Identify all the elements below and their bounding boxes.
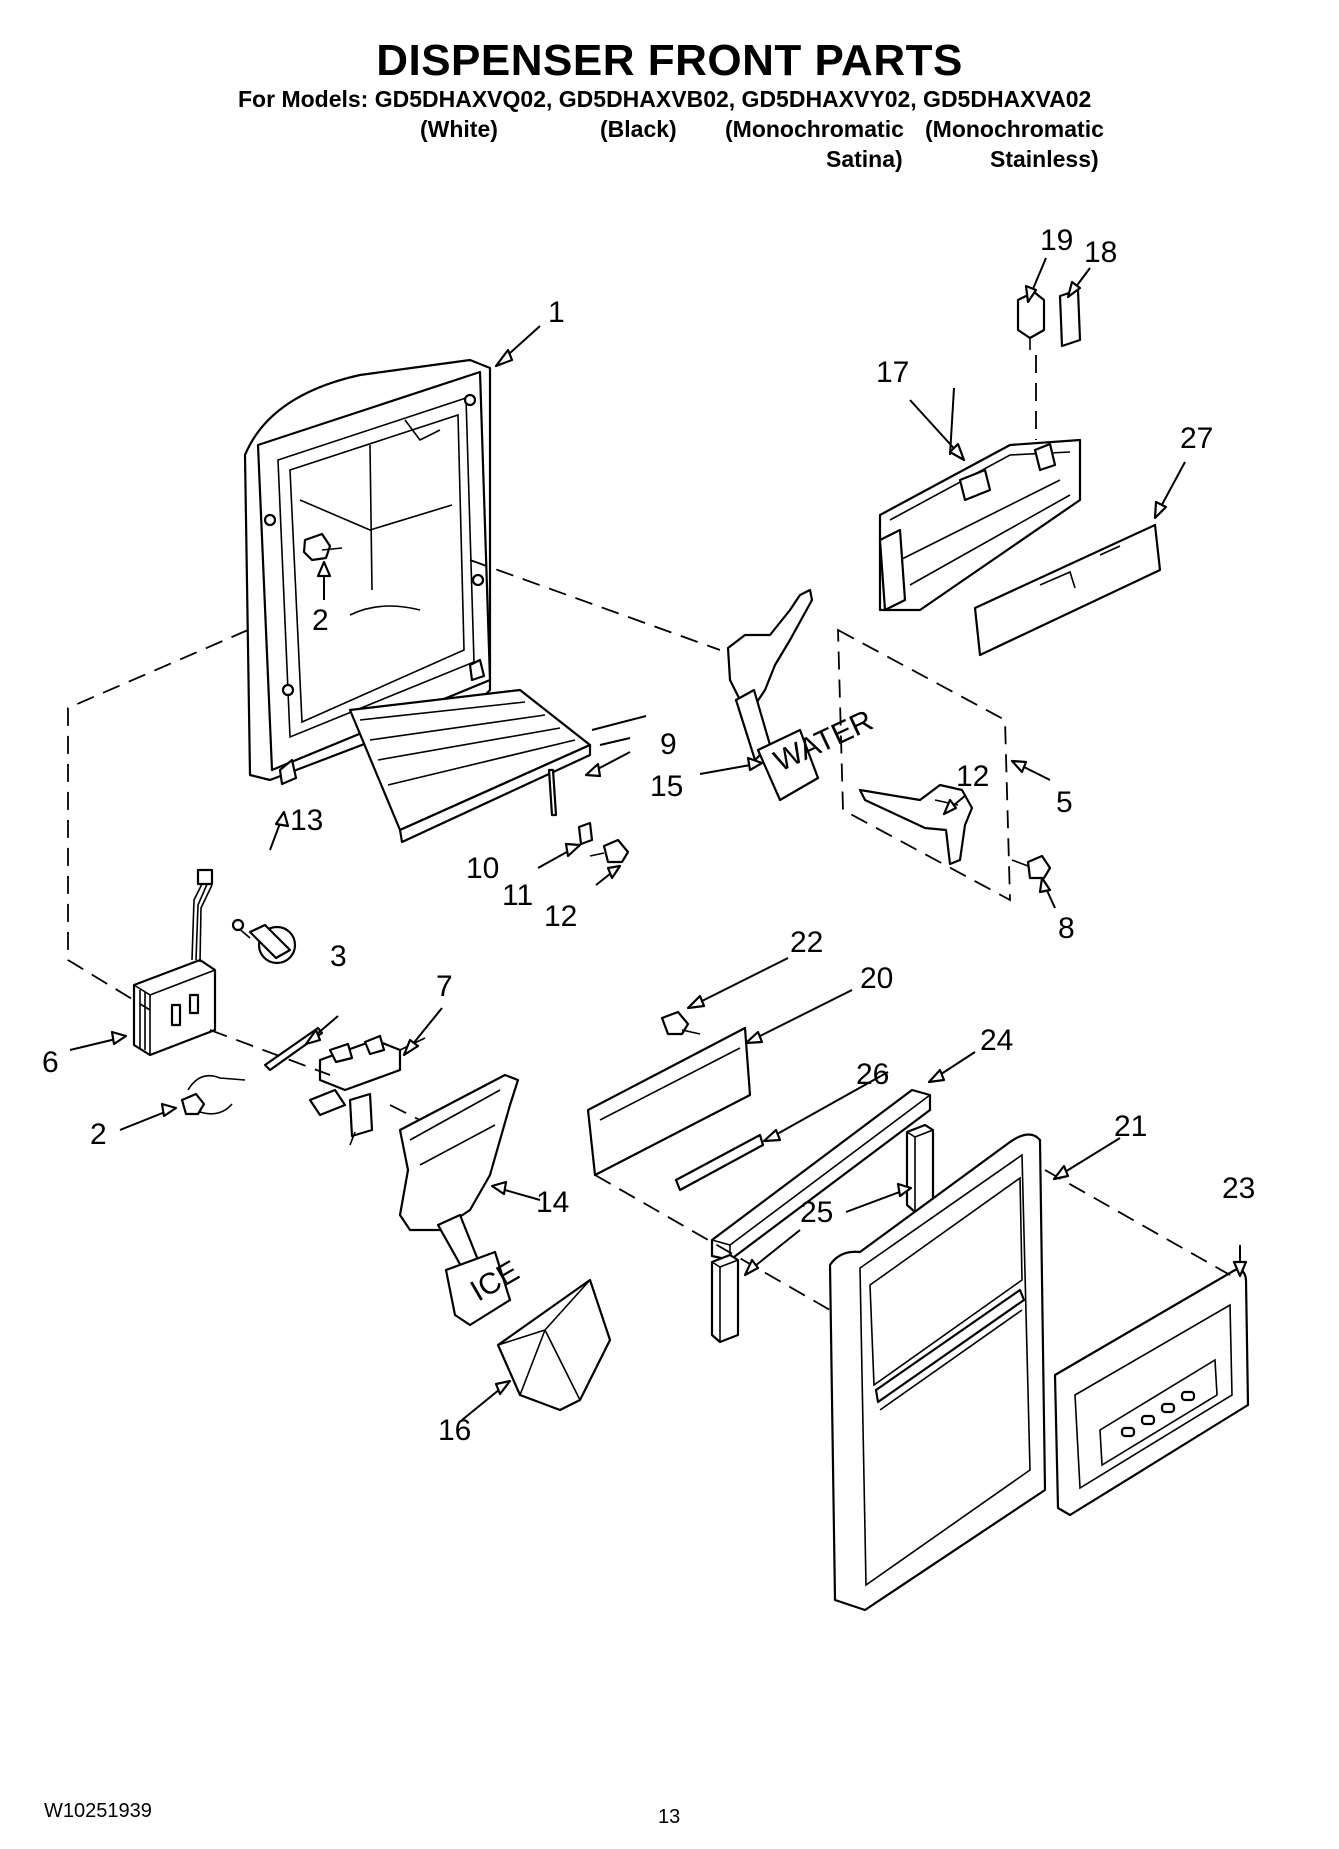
alignment-lines	[67, 355, 1231, 1311]
page-number: 13	[658, 1806, 681, 1828]
callout-24: 24	[980, 1024, 1013, 1057]
callout-15: 15	[650, 770, 683, 803]
screw-part-2-lower	[180, 1074, 246, 1116]
variant-line1: (Monochromatic	[925, 116, 1104, 142]
dashed-assembly-part-5	[837, 628, 1011, 902]
callout-18: 18	[1084, 236, 1117, 269]
variant-line1: (Monochromatic	[725, 116, 904, 142]
callout-20: 20	[860, 962, 893, 995]
chute-part-16	[496, 1278, 612, 1412]
clip-part-11	[577, 821, 594, 846]
board-part-27	[973, 523, 1162, 657]
variant-stainless-line2: Stainless)	[990, 146, 1099, 173]
variant-line1: (White)	[420, 116, 498, 142]
callout-19: 19	[1040, 224, 1073, 257]
callout-11: 11	[502, 879, 533, 912]
module-part-6	[132, 868, 217, 1057]
screw-part-12-center	[589, 838, 630, 864]
callout-9: 9	[660, 728, 677, 761]
variant-satina-line2: Satina)	[826, 146, 903, 173]
control-cover-part-23	[1053, 1268, 1250, 1517]
callout-2-upper: 2	[312, 604, 329, 637]
callout-27: 27	[1180, 422, 1213, 455]
callout-14: 14	[536, 1186, 569, 1219]
spring-part-10	[547, 768, 558, 817]
plate-part-18	[1058, 288, 1082, 348]
callout-6: 6	[42, 1046, 59, 1079]
callout-7: 7	[436, 970, 453, 1003]
callout-12-center: 12	[544, 900, 577, 933]
paddle-15-label: WATER	[769, 704, 878, 778]
model-list: For Models: GD5DHAXVQ02, GD5DHAXVB02, GD…	[238, 86, 1092, 112]
screw-part-22	[660, 1010, 701, 1036]
housing-frame-part-1	[243, 358, 492, 786]
callout-23: 23	[1222, 1172, 1255, 1205]
bracket-part-17	[878, 438, 1082, 612]
block-part-25-right	[905, 1123, 935, 1214]
drip-tray-part-9	[348, 688, 592, 844]
screw-part-8	[1011, 854, 1052, 880]
callout-3: 3	[330, 940, 347, 973]
label-part-26	[674, 1133, 765, 1192]
callout-8: 8	[1058, 912, 1075, 945]
page-title: DISPENSER FRONT PARTS	[376, 36, 963, 85]
callout-5: 5	[1056, 786, 1073, 819]
ice-lever-part-14: ICE	[398, 1073, 525, 1327]
variant-white: (White)	[420, 116, 498, 143]
variant-black: (Black)	[600, 116, 677, 143]
callout-numbers: 1 2 2 3 5 6 7 8 9 10 11 12 12 12 13 14 1…	[42, 224, 1255, 1447]
actuator-part-7	[308, 1034, 426, 1146]
variant-line2: Stainless)	[990, 146, 1099, 172]
screw-part-2-upper	[302, 532, 343, 562]
block-part-25-left	[710, 1253, 740, 1344]
linkage-part-12	[858, 783, 974, 866]
callout-17: 17	[876, 356, 909, 389]
variant-satina: (Monochromatic	[725, 116, 904, 143]
callout-26: 26	[856, 1058, 889, 1091]
callout-22: 22	[790, 926, 823, 959]
switch-part-19	[1016, 290, 1046, 350]
variant-line1: (Black)	[600, 116, 677, 142]
callout-16: 16	[438, 1414, 471, 1447]
callout-13: 13	[290, 804, 323, 837]
panel-part-20	[586, 1026, 752, 1177]
variant-line2: Satina)	[826, 146, 903, 172]
front-panel-part-21	[828, 1133, 1047, 1612]
callout-12-lever: 12	[956, 760, 989, 793]
callout-1: 1	[548, 296, 565, 329]
callout-2-lower: 2	[90, 1118, 107, 1151]
bar-part-24	[710, 1088, 932, 1262]
solenoid-part-13	[231, 918, 297, 965]
doc-number: W10251939	[44, 1800, 152, 1822]
callout-10: 10	[466, 852, 499, 885]
callout-21: 21	[1114, 1110, 1147, 1143]
leader-lines	[69, 257, 1248, 1421]
variant-stainless: (Monochromatic	[925, 116, 1104, 143]
callout-25: 25	[800, 1196, 833, 1229]
rod-part-3	[263, 1026, 324, 1072]
